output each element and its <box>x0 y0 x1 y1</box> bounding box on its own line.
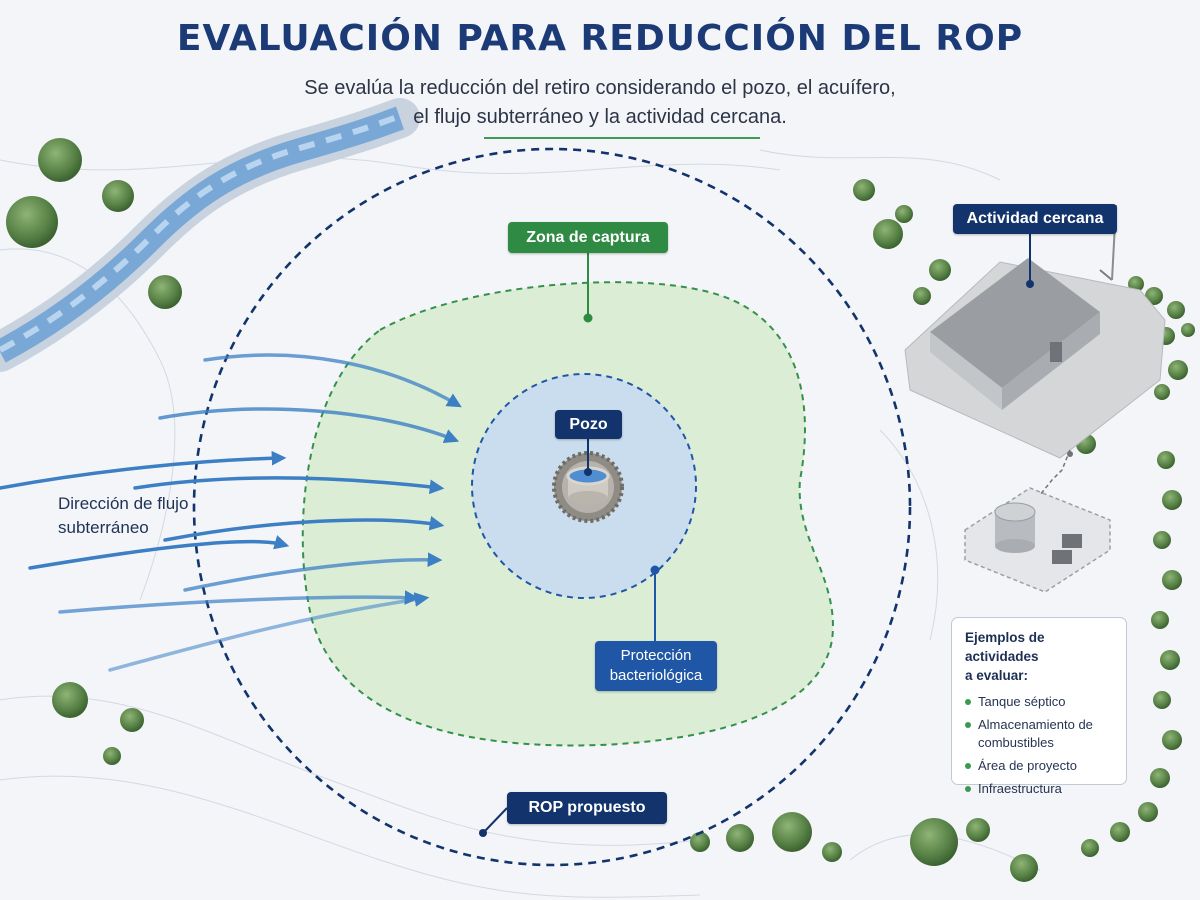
building-icon <box>904 204 1166 459</box>
page-subtitle: Se evalúa la reducción del retiro consid… <box>250 74 950 132</box>
capture-zone-label: Zona de captura <box>508 222 668 253</box>
list-item: Infraestructura <box>965 780 1116 798</box>
groundwater-flow-arrows <box>0 353 462 672</box>
activities-examples-box: Ejemplos de actividades a evaluar: Tanqu… <box>951 617 1127 796</box>
list-item-text: Infraestructura <box>978 781 1062 796</box>
bacterial-protection-line-1: Protección <box>620 647 692 664</box>
leader-lines <box>479 232 1034 837</box>
list-item: Almacenamiento de combustibles <box>965 716 1116 752</box>
list-item-text: Área de proyecto <box>978 758 1078 773</box>
subtitle-line-1: Se evalúa la reducción del retiro consid… <box>304 77 896 99</box>
bacterial-protection-label: Protección bacteriológica <box>595 641 717 691</box>
activities-title-line-1: Ejemplos de actividades <box>965 630 1045 664</box>
nearby-activity-label: Actividad cercana <box>953 204 1117 234</box>
list-item: Área de proyecto <box>965 757 1116 775</box>
list-item-text: Almacenamiento de <box>978 717 1093 732</box>
flow-direction-label: Dirección de flujo subterráneo <box>58 492 238 540</box>
proposed-rop-label: ROP propuesto <box>507 792 667 824</box>
rop-boundary <box>192 147 912 867</box>
bullet-icon <box>965 786 971 792</box>
list-item: Tanque séptico <box>965 693 1116 711</box>
river <box>0 98 420 372</box>
page-title: EVALUACIÓN PARA REDUCCIÓN DEL ROP <box>176 18 1024 59</box>
bullet-icon <box>965 699 971 705</box>
well-label: Pozo <box>555 410 622 439</box>
flow-direction-line-1: Dirección de flujo <box>58 494 189 513</box>
list-item-text-continued: combustibles <box>978 735 1054 750</box>
tank-icon <box>964 449 1111 593</box>
bacterial-protection-line-2: bacteriológica <box>609 667 703 684</box>
bullet-icon <box>965 763 971 769</box>
list-item-text: Tanque séptico <box>978 694 1066 709</box>
bullet-icon <box>965 722 971 728</box>
subtitle-line-2: el flujo subterráneo y la actividad cerc… <box>413 106 787 128</box>
tree-icon <box>6 138 1195 882</box>
activities-box-title: Ejemplos de actividades a evaluar: <box>965 628 1116 685</box>
title-divider <box>484 137 760 139</box>
flow-direction-line-2: subterráneo <box>58 518 149 537</box>
activities-title-line-2: a evaluar: <box>965 668 1029 683</box>
activities-list: Tanque séptico Almacenamiento de combusti… <box>965 693 1116 798</box>
